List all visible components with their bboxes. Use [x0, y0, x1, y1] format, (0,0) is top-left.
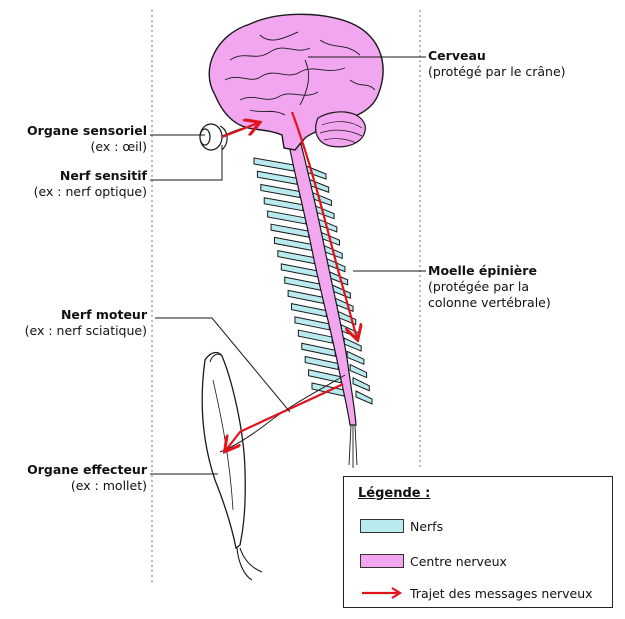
- label-organe-sensoriel-title: Organe sensoriel: [27, 123, 147, 139]
- spinal-nerve-left: [268, 211, 306, 224]
- label-organe-effecteur: Organe effecteur (ex : mollet): [27, 462, 147, 494]
- label-organe-effecteur-title: Organe effecteur: [27, 462, 147, 478]
- spinal-nerve-left: [298, 330, 332, 343]
- label-nerf-sensitif-title: Nerf sensitif: [34, 168, 147, 184]
- legend-item-nerfs: Nerfs: [360, 517, 443, 535]
- spinal-nerve-left: [278, 251, 315, 264]
- label-nerf-moteur: Nerf moteur (ex : nerf sciatique): [25, 307, 147, 339]
- spinal-nerve-left: [261, 184, 300, 197]
- label-nerf-sensitif-sub: (ex : nerf optique): [34, 184, 147, 200]
- legend-item-centre-nerveux: Centre nerveux: [360, 552, 507, 570]
- spinal-nerve-left: [288, 290, 323, 303]
- label-organe-sensoriel: Organe sensoriel (ex : œil): [27, 123, 147, 155]
- label-organe-sensoriel-sub: (ex : œil): [27, 139, 147, 155]
- legend-title: Légende :: [358, 486, 430, 501]
- spinal-nerve-left: [274, 237, 311, 250]
- spinal-nerve-left: [285, 277, 321, 290]
- label-moelle-sub2: colonne vertébrale): [428, 295, 551, 311]
- label-organe-effecteur-sub: (ex : mollet): [27, 478, 147, 494]
- cerebellum: [316, 112, 366, 147]
- cauda-equina: [349, 425, 357, 468]
- label-nerf-moteur-title: Nerf moteur: [25, 307, 147, 323]
- spinal-nerve-right: [347, 351, 364, 364]
- spinal-nerve-right: [350, 365, 366, 378]
- spinal-nerve-left: [257, 171, 297, 184]
- spinal-nerve-left: [295, 317, 329, 330]
- spinal-nerve-left: [271, 224, 309, 237]
- label-moelle: Moelle épinière (protégée par la colonne…: [428, 263, 551, 311]
- spinal-nerve-left: [254, 158, 294, 171]
- label-cerveau: Cerveau (protégé par le crâne): [428, 48, 566, 80]
- label-cerveau-title: Cerveau: [428, 48, 566, 64]
- legend-label-centre-nerveux: Centre nerveux: [410, 554, 507, 569]
- label-nerf-sensitif: Nerf sensitif (ex : nerf optique): [34, 168, 147, 200]
- spinal-nerve-left: [281, 264, 317, 277]
- label-nerf-moteur-sub: (ex : nerf sciatique): [25, 323, 147, 339]
- spinal-nerve-right: [353, 378, 369, 391]
- legend-swatch-centre-nerveux: [360, 554, 404, 568]
- spinal-nerve-left: [309, 370, 341, 383]
- label-cerveau-sub: (protégé par le crâne): [428, 64, 566, 80]
- spinal-nerve-left: [292, 304, 327, 317]
- spinal-nerve-left: [302, 343, 335, 356]
- legend-item-trajet: Trajet des messages nerveux: [360, 584, 593, 602]
- legend-label-nerfs: Nerfs: [410, 519, 443, 534]
- spinal-nerve-left: [305, 357, 338, 370]
- legend-label-trajet: Trajet des messages nerveux: [410, 586, 593, 601]
- label-moelle-sub1: (protégée par la: [428, 279, 551, 295]
- label-moelle-title: Moelle épinière: [428, 263, 551, 279]
- spinal-nerve-right: [356, 391, 372, 404]
- spinal-nerve-right: [344, 338, 361, 351]
- legend-arrow-icon: [360, 586, 404, 600]
- spinal-nerve-left: [264, 198, 303, 211]
- legend-swatch-nerfs: [360, 519, 404, 533]
- legend-box: Légende : Nerfs Centre nerveux Trajet de…: [343, 476, 613, 608]
